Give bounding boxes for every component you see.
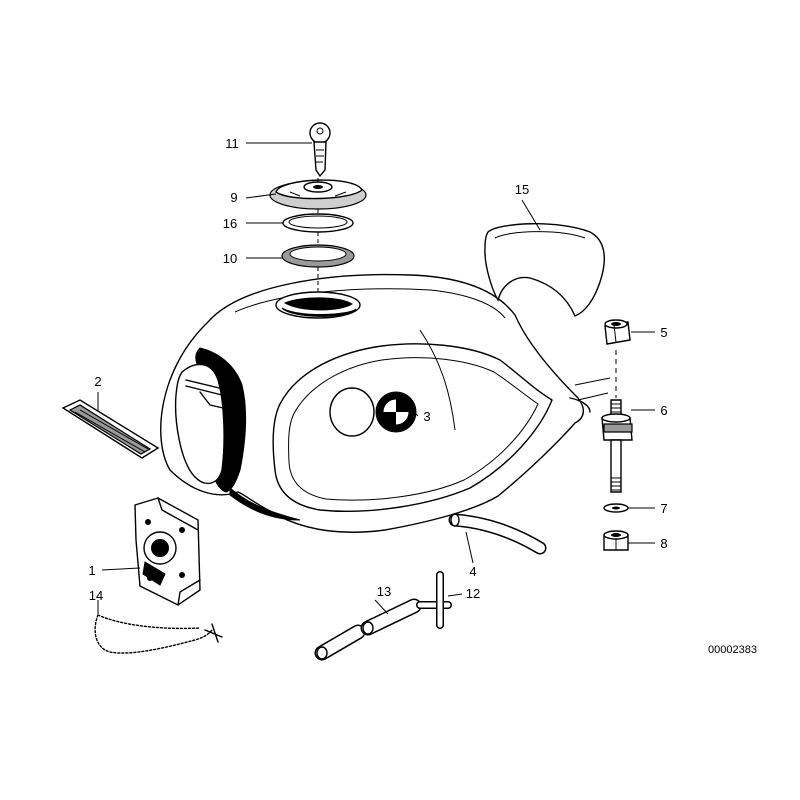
callout-2: 2: [94, 374, 101, 389]
callout-13: 13: [377, 584, 391, 599]
callout-15: 15: [515, 182, 529, 197]
hose-pieces: [314, 598, 422, 661]
leader-lines: [97, 142, 655, 615]
callout-3: 3: [423, 409, 430, 424]
callout-9: 9: [230, 190, 237, 205]
rear-mount-hardware: [601, 319, 633, 551]
drawing-reference-number: 00002383: [708, 644, 757, 656]
t-piece-connector: [416, 571, 452, 629]
callout-14: 14: [89, 588, 103, 603]
callout-7: 7: [660, 501, 667, 516]
callout-5: 5: [660, 325, 667, 340]
rubber-strip: [61, 399, 160, 459]
callout-12: 12: [466, 586, 480, 601]
filler-ring: [281, 244, 355, 268]
knee-pad: [484, 223, 606, 317]
fuel-hose: [448, 513, 547, 555]
callout-11: 11: [225, 136, 239, 151]
tank-badge: [329, 387, 417, 437]
cap-gasket: [282, 213, 354, 233]
callout-8: 8: [660, 536, 667, 551]
callout-6: 6: [660, 403, 667, 418]
callout-1: 1: [88, 563, 95, 578]
callout-labels: 11 9 16 10 15 5 2 6 3 7 8 1 4 13 12 14 0…: [88, 136, 757, 656]
filler-cap: [269, 179, 367, 210]
key: [309, 122, 331, 178]
callout-4: 4: [469, 564, 476, 579]
mounting-plate: [134, 497, 201, 606]
callout-16: 16: [223, 216, 237, 231]
callout-10: 10: [223, 251, 237, 266]
retaining-chain: [94, 614, 223, 654]
